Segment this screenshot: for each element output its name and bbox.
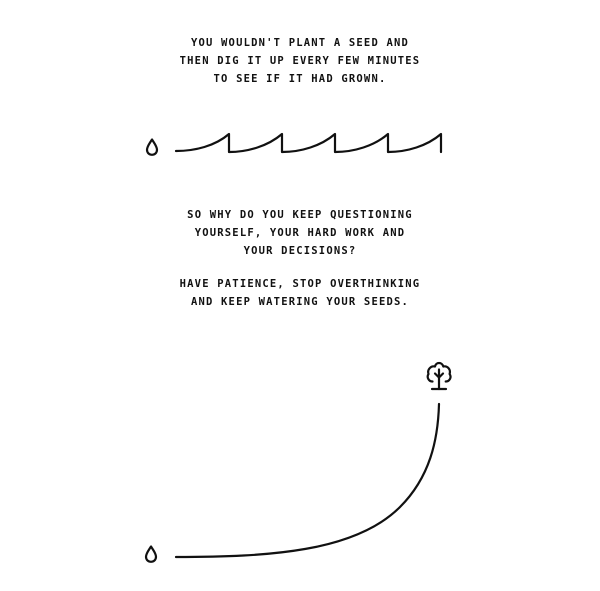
quote-middle-line-2: YOURSELF, YOUR HARD WORK AND	[194, 227, 406, 239]
quote-top-line-3: TO SEE IF IT HAD GROWN.	[213, 73, 387, 85]
tree-icon	[426, 361, 452, 391]
quote-bottom-line-2: AND KEEP WATERING YOUR SEEDS.	[190, 296, 410, 308]
quote-bottom: HAVE PATIENCE, STOP OVERTHINKING AND KEE…	[0, 275, 600, 311]
quote-bottom-line-1: HAVE PATIENCE, STOP OVERTHINKING	[179, 278, 421, 290]
quote-middle: SO WHY DO YOU KEEP QUESTIONING YOURSELF,…	[0, 206, 600, 260]
growth-curve	[174, 402, 441, 559]
bottom-water-drop-icon	[144, 545, 158, 563]
top-water-drop-icon	[145, 138, 159, 156]
quote-top: YOU WOULDN'T PLANT A SEED AND THEN DIG I…	[0, 34, 600, 88]
quote-top-line-1: YOU WOULDN'T PLANT A SEED AND	[190, 37, 410, 49]
quote-middle-line-3: YOUR DECISIONS?	[243, 245, 357, 257]
repeated-dig-wave	[174, 132, 443, 154]
quote-middle-line-1: SO WHY DO YOU KEEP QUESTIONING	[187, 209, 413, 221]
quote-top-line-2: THEN DIG IT UP EVERY FEW MINUTES	[179, 55, 421, 67]
